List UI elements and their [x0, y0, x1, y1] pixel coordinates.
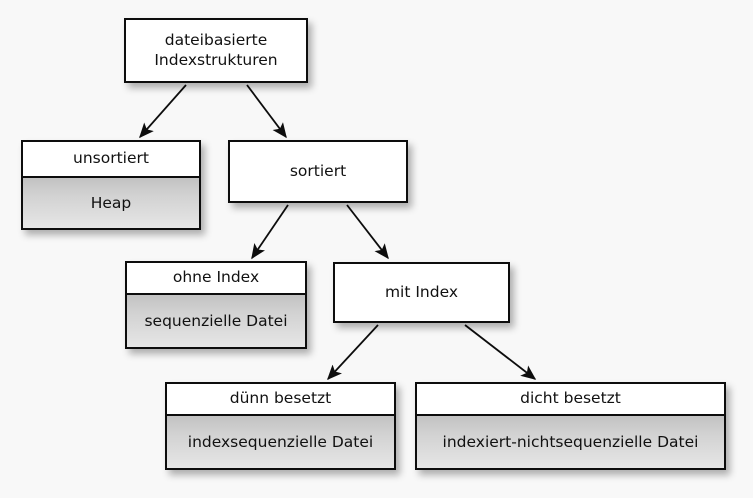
node-title-sortiert: sortiert: [230, 142, 406, 201]
node-root[interactable]: dateibasierte Indexstrukturen: [124, 18, 308, 83]
node-title-duenn-besetzt: dünn besetzt: [167, 384, 394, 416]
node-sortiert[interactable]: sortiert: [228, 140, 408, 203]
node-title-ohne-index: ohne Index: [127, 263, 305, 295]
node-subtitle-unsortiert: Heap: [23, 178, 199, 228]
node-subtitle-dicht-besetzt: indexiert-nichtsequenzielle Datei: [417, 416, 724, 468]
edge-sortiert-to-ohne-index: [251, 204, 289, 260]
edge-sortiert-to-mit-index: [346, 204, 389, 260]
edge-root-to-sortiert: [246, 84, 287, 139]
edge-mit-index-to-dicht: [464, 324, 537, 380]
edge-root-to-unsortiert: [139, 84, 187, 139]
node-title-root: dateibasierte Indexstrukturen: [126, 20, 306, 81]
node-title-mit-index: mit Index: [335, 264, 508, 321]
node-mit-index[interactable]: mit Index: [333, 262, 510, 323]
node-subtitle-duenn-besetzt: indexsequenzielle Datei: [167, 416, 394, 468]
node-title-unsortiert: unsortiert: [23, 142, 199, 178]
node-title-dicht-besetzt: dicht besetzt: [417, 384, 724, 416]
node-subtitle-ohne-index: sequenzielle Datei: [127, 295, 305, 347]
edge-mit-index-to-duenn: [327, 324, 379, 381]
